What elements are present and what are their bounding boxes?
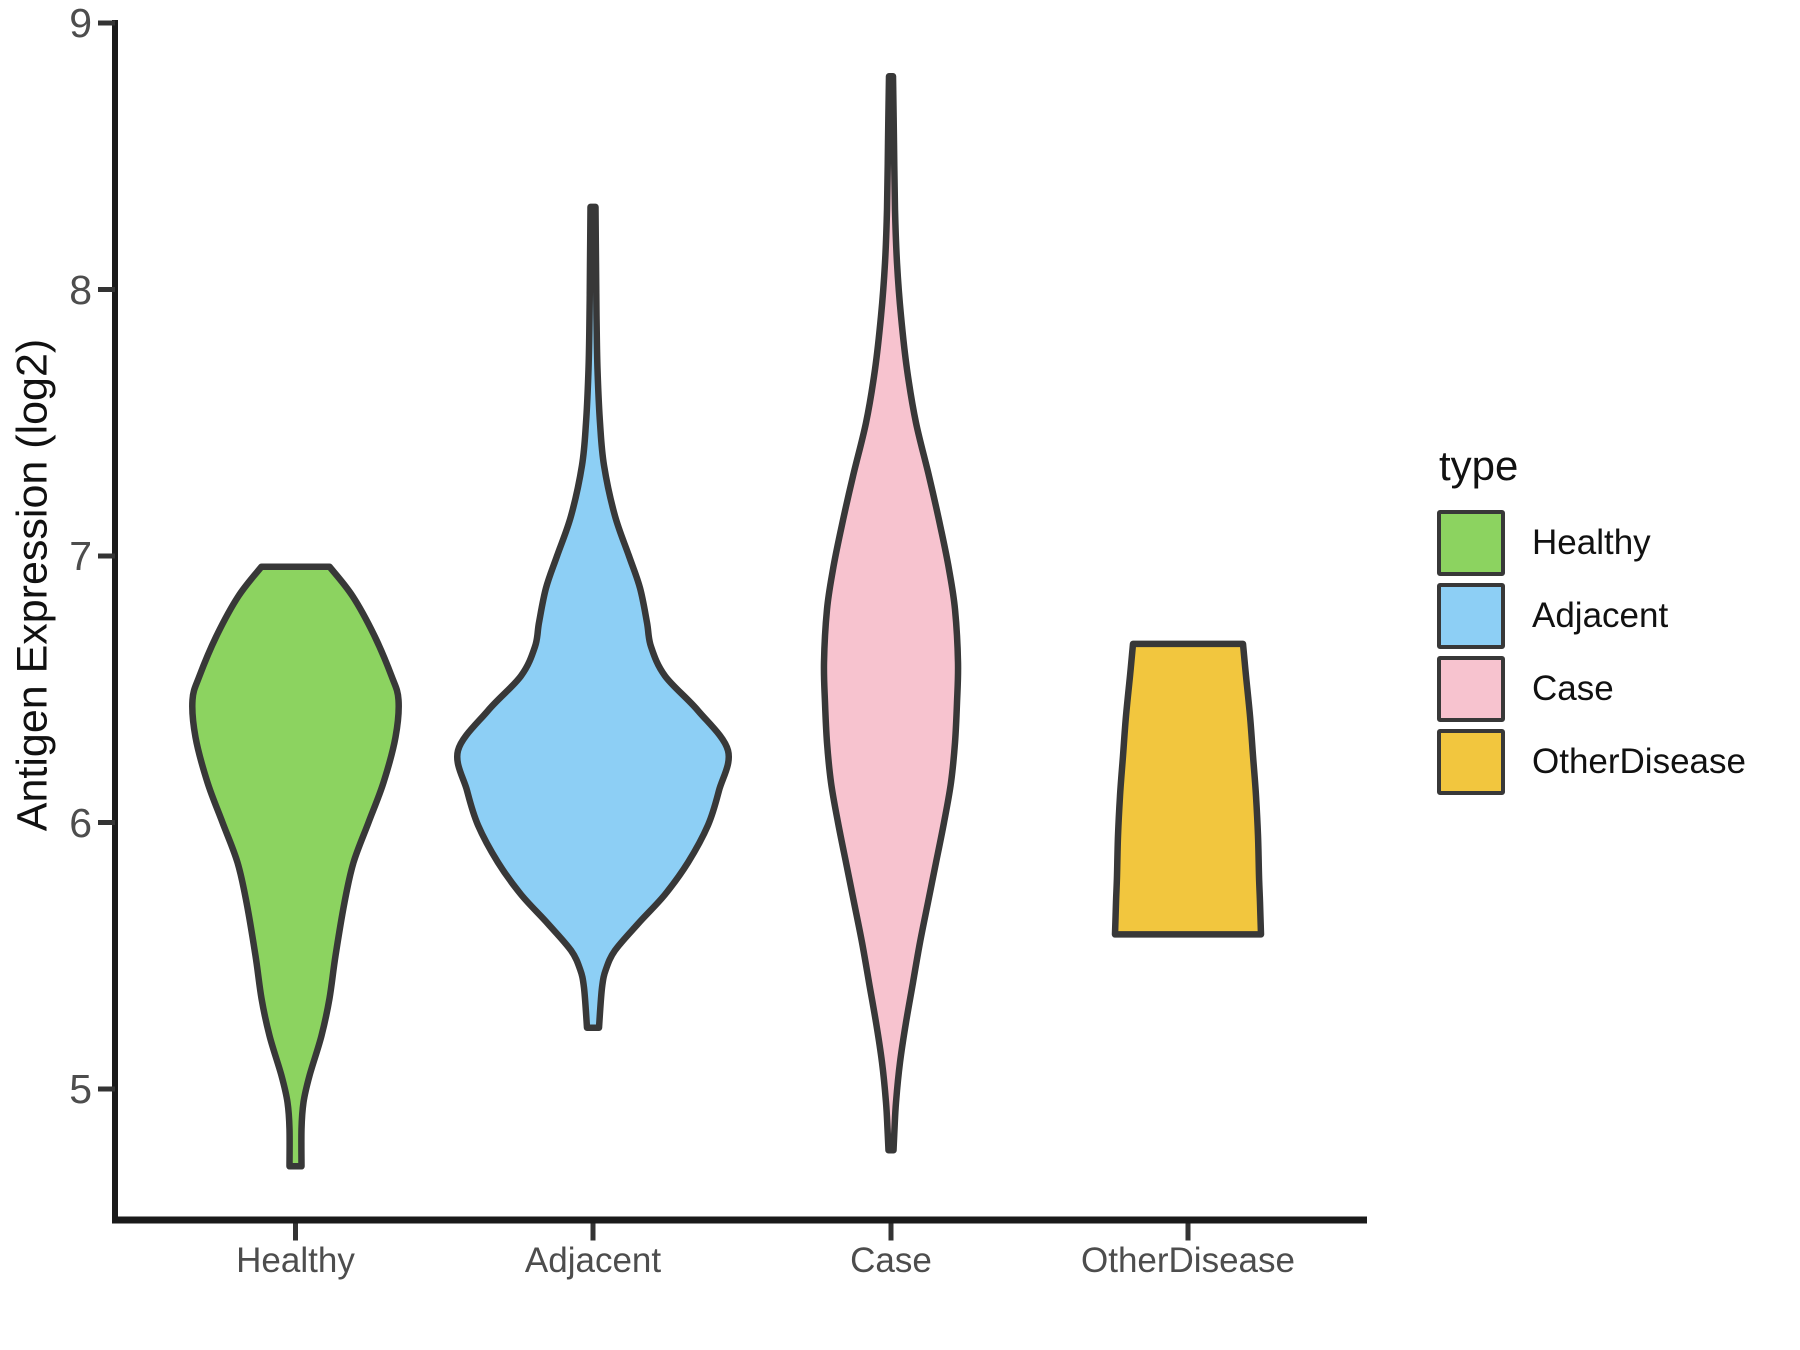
- violin-case: [820, 73, 962, 1154]
- y-axis-title: Antigen Expression (log2): [8, 338, 57, 832]
- y-tick-label: 9: [69, 0, 92, 46]
- violin-otherdisease: [1111, 640, 1265, 938]
- legend-label: Healthy: [1532, 523, 1651, 562]
- legend-item-otherdisease: OtherDisease: [1437, 729, 1746, 795]
- legend-key-swatch: [1437, 583, 1505, 649]
- legend-label: Case: [1532, 669, 1614, 708]
- violin-adjacent: [453, 203, 733, 1031]
- violin-healthy: [189, 563, 402, 1170]
- x-tick-label: Adjacent: [524, 1241, 662, 1280]
- x-tick-label: Healthy: [236, 1241, 355, 1280]
- legend-title: type: [1439, 442, 1519, 489]
- legend-key-swatch: [1437, 656, 1505, 722]
- legend-label: Adjacent: [1532, 596, 1669, 635]
- legend-item-healthy: Healthy: [1437, 510, 1746, 576]
- x-tick-label: OtherDisease: [1081, 1241, 1295, 1280]
- legend-key-swatch: [1437, 729, 1505, 795]
- legend-label: OtherDisease: [1532, 742, 1746, 781]
- legend-item-adjacent: Adjacent: [1437, 583, 1746, 649]
- legend-key-swatch: [1437, 510, 1505, 576]
- y-tick-label: 5: [69, 1066, 92, 1112]
- x-tick-label: Case: [850, 1241, 932, 1280]
- legend-item-case: Case: [1437, 656, 1746, 722]
- y-tick-label: 7: [69, 533, 92, 579]
- y-tick-label: 8: [69, 266, 92, 313]
- y-tick-label: 6: [69, 799, 92, 846]
